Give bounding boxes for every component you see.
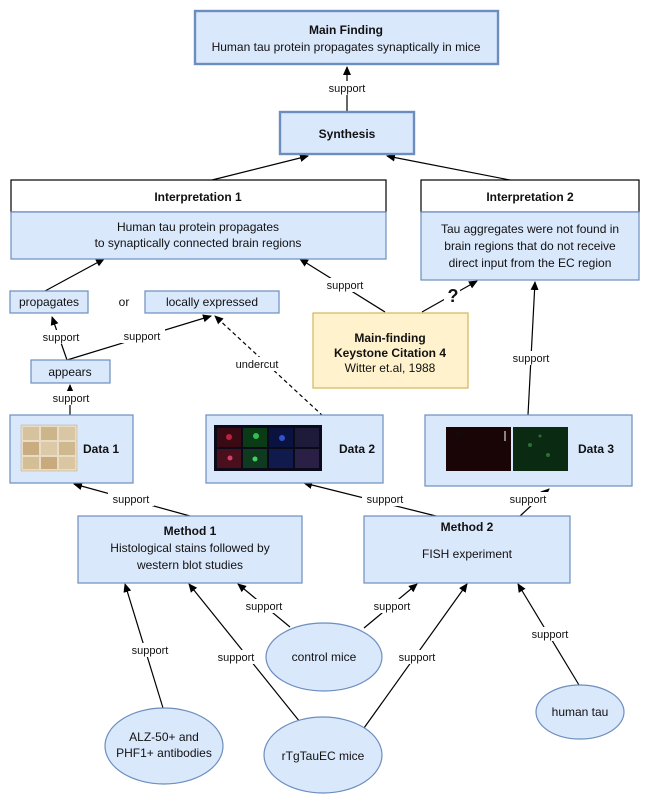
svg-text:rTgTauEC mice: rTgTauEC mice <box>282 749 365 763</box>
edge-label-alz-method1: support <box>127 643 173 657</box>
svg-text:support: support <box>367 494 404 506</box>
method-2-line1: FISH experiment <box>422 547 513 561</box>
svg-text:human tau: human tau <box>552 705 609 719</box>
edge-label-control-method2: support <box>369 599 415 613</box>
interpretation-1-line2: to synaptically connected brain regions <box>95 236 302 250</box>
edge-label-method2-data2: support <box>362 492 408 506</box>
edge-data3-interp2 <box>527 281 539 416</box>
data-3-image-tag: EC <box>456 433 465 439</box>
interpretation-1-line1: Human tau protein propagates <box>117 220 279 234</box>
svg-text:support: support <box>327 280 364 292</box>
edge-label-rtg-method1: support <box>213 650 259 664</box>
data-2-image <box>214 425 322 471</box>
edge-label-question: ? <box>444 285 460 306</box>
interpretation-2-node: Interpretation 2 Tau aggregates were not… <box>420 179 640 281</box>
method-2-title: Method 2 <box>441 520 494 534</box>
data-2-label: Data 2 <box>339 442 375 456</box>
propagates-node: propagates <box>9 290 89 314</box>
main-finding-title: Main Finding <box>309 23 383 37</box>
svg-text:support: support <box>329 83 366 95</box>
svg-text:support: support <box>218 652 255 664</box>
svg-text:?: ? <box>448 286 459 306</box>
edge-label-method2-data3: support <box>505 492 551 506</box>
svg-text:support: support <box>132 645 169 657</box>
appears-node: appears <box>30 359 111 384</box>
interpretation-2-line3: direct input from the EC region <box>449 256 612 270</box>
svg-text:locally expressed: locally expressed <box>166 295 258 309</box>
svg-text:support: support <box>532 629 569 641</box>
interpretation-2-header: Interpretation 2 <box>486 190 574 204</box>
human-tau-node: human tau <box>535 684 625 740</box>
interpretation-1-node: Interpretation 1 Human tau protein propa… <box>10 179 387 260</box>
data-3-label: Data 3 <box>578 442 614 456</box>
edge-label-synthesis-main: support <box>325 81 369 95</box>
keystone-citation-node: Main-finding Keystone Citation 4 Witter … <box>312 312 469 389</box>
edge-interp1-synthesis <box>211 154 309 181</box>
svg-text:support: support <box>374 601 411 613</box>
edge-label-data1-appears: support <box>48 391 94 405</box>
synthesis-title: Synthesis <box>319 127 376 141</box>
interpretation-2-line2: brain regions that do not receive <box>444 239 616 253</box>
keystone-line3: Witter et.al, 1988 <box>345 361 436 375</box>
method-1-node: Method 1 Histological stains followed by… <box>77 515 303 584</box>
svg-text:control mice: control mice <box>292 650 357 664</box>
svg-text:ALZ-50+ and: ALZ-50+ and <box>129 730 199 744</box>
svg-text:propagates: propagates <box>19 295 79 309</box>
method-1-line2: western blot studies <box>136 558 243 572</box>
edge-label-data3-interp2: support <box>508 351 554 365</box>
edge-label-keystone-interp1: support <box>322 278 368 292</box>
or-label: or <box>119 295 130 309</box>
data-1-node: Data 1 <box>9 414 134 484</box>
edge-label-undercut: undercut <box>231 357 283 371</box>
edge-label-appears-propagates: support <box>38 330 84 344</box>
svg-text:undercut: undercut <box>236 359 279 371</box>
main-finding-text: Human tau protein propagates synapticall… <box>212 40 481 54</box>
data-3-image: EC <box>446 427 568 471</box>
data-1-label: Data 1 <box>83 442 119 456</box>
interpretation-1-header: Interpretation 1 <box>154 190 242 204</box>
edge-label-humantau-method2: support <box>527 627 573 641</box>
edge-labels: support support ? support support suppor… <box>38 81 573 664</box>
alz-antibodies-node: ALZ-50+ and PHF1+ antibodies <box>104 707 224 785</box>
svg-text:support: support <box>113 494 150 506</box>
locally-expressed-node: locally expressed <box>144 290 280 314</box>
svg-text:support: support <box>513 353 550 365</box>
keystone-line2: Keystone Citation 4 <box>334 346 446 360</box>
edge-label-control-method1: support <box>241 599 287 613</box>
synthesis-node: Synthesis <box>278 110 416 156</box>
edge-interp2-synthesis <box>386 153 511 181</box>
svg-text:support: support <box>510 494 547 506</box>
svg-text:support: support <box>53 393 90 405</box>
svg-text:appears: appears <box>48 365 91 379</box>
main-finding-node: Main Finding Human tau protein propagate… <box>193 9 500 66</box>
svg-text:support: support <box>43 332 80 344</box>
interpretation-2-line1: Tau aggregates were not found in <box>441 222 619 236</box>
method-1-title: Method 1 <box>164 524 217 538</box>
data-3-node: EC Data 3 <box>424 414 633 487</box>
rtgtauec-mice-node: rTgTauEC mice <box>263 716 383 794</box>
svg-text:support: support <box>246 601 283 613</box>
edge-propagates-interp1 <box>44 258 105 292</box>
edge-label-appears-locally: support <box>119 329 165 343</box>
method-1-line1: Histological stains followed by <box>110 541 269 555</box>
edge-label-method1-data1: support <box>108 492 154 506</box>
data-1-image <box>20 424 78 472</box>
control-mice-node: control mice <box>265 622 383 692</box>
data-2-node: Data 2 <box>205 414 384 484</box>
edge-label-rtg-method2: support <box>394 650 440 664</box>
svg-text:support: support <box>399 652 436 664</box>
method-2-node: Method 2 FISH experiment <box>363 515 571 584</box>
svg-text:PHF1+ antibodies: PHF1+ antibodies <box>116 746 212 760</box>
svg-text:support: support <box>124 331 161 343</box>
keystone-line1: Main-finding <box>354 331 425 345</box>
